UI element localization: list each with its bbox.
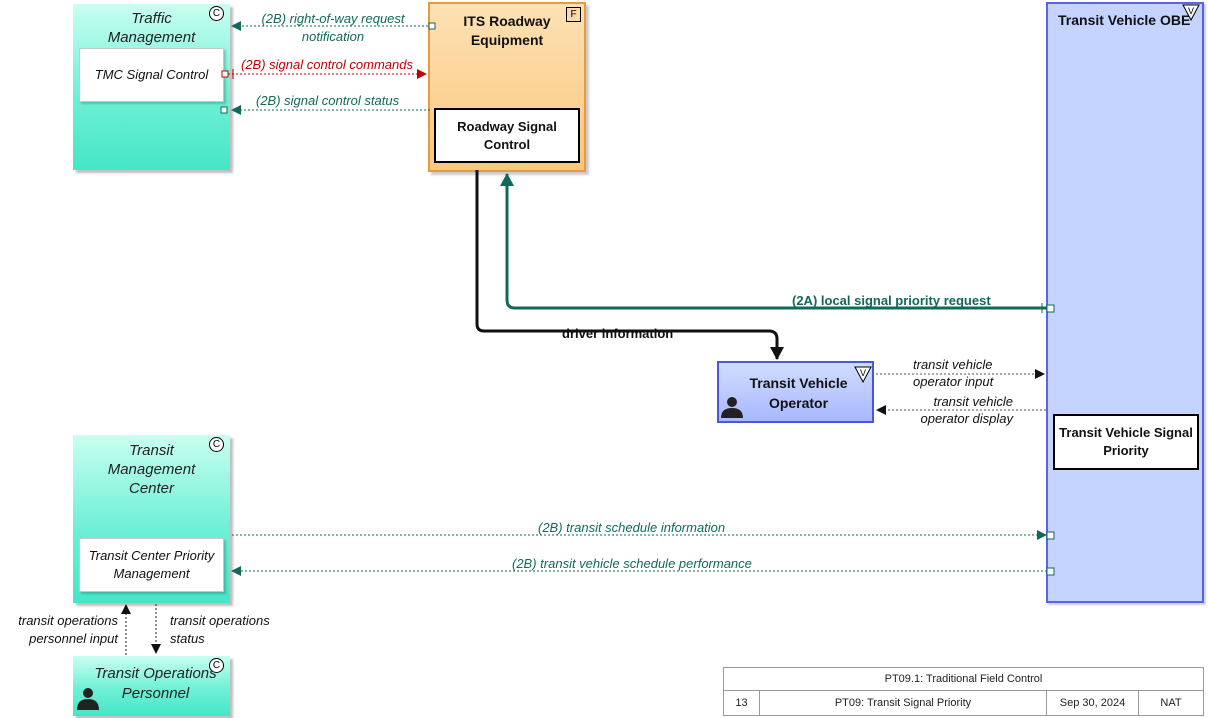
- center-badge-icon: C: [209, 658, 224, 673]
- footer-service: PT09: Transit Signal Priority: [759, 690, 1047, 716]
- label-schedule-perf: (2B) transit vehicle schedule performanc…: [512, 556, 752, 571]
- label-row-notification: (2B) right-of-way request notification: [261, 11, 405, 44]
- label-signal-status: (2B) signal control status: [256, 93, 400, 108]
- label-local-priority: (2A) local signal priority request: [792, 293, 991, 308]
- footer-number: 13: [723, 690, 760, 716]
- its-title: ITS Roadway Equipment: [463, 13, 551, 48]
- label-signal-commands: (2B) signal control commands: [241, 57, 413, 72]
- transit-vehicle-obe[interactable]: Transit Vehicle OBE Transit Vehicle Sign…: [1046, 2, 1204, 603]
- tmc-signal-control[interactable]: TMC Signal Control: [79, 48, 224, 102]
- center-badge-icon: C: [209, 6, 224, 21]
- transit-vehicle-signal-priority[interactable]: Transit Vehicle Signal Priority: [1053, 414, 1199, 470]
- footer-scope: NAT: [1138, 690, 1204, 716]
- traffic-management-center[interactable]: Traffic Management Center C TMC Signal C…: [73, 4, 230, 170]
- label-ops-status: transit operations status: [170, 613, 270, 646]
- label-op-display: transit vehicle operator display: [920, 394, 1014, 426]
- label-driver-info: driver information: [562, 326, 674, 341]
- its-roadway-equipment[interactable]: ITS Roadway Equipment F Roadway Signal C…: [428, 2, 586, 172]
- footer-title: PT09.1: Traditional Field Control: [723, 667, 1204, 691]
- flow-local-priority: [500, 173, 1050, 310]
- label-ops-input: transit operations personnel input: [18, 613, 118, 646]
- operator-title: Transit Vehicle Operator: [749, 375, 848, 411]
- transit-vehicle-operator[interactable]: Transit Vehicle Operator: [717, 361, 874, 423]
- transit-management-center[interactable]: Transit Management Center C Transit Cent…: [73, 435, 230, 603]
- center-badge-icon: C: [209, 437, 224, 452]
- footer-date: Sep 30, 2024: [1046, 690, 1139, 716]
- transit-operations-personnel[interactable]: Transit Operations Personnel C: [73, 656, 230, 716]
- transit-center-priority-management[interactable]: Transit Center Priority Management: [79, 538, 224, 592]
- roadway-signal-control[interactable]: Roadway Signal Control: [434, 108, 580, 163]
- obe-title: Transit Vehicle OBE: [1058, 12, 1191, 28]
- transit-mc-title: Transit Management Center: [107, 442, 196, 497]
- field-badge-icon: F: [566, 7, 581, 22]
- label-schedule-info: (2B) transit schedule information: [538, 520, 726, 535]
- transit-ops-title: Transit Operations Personnel: [94, 665, 217, 702]
- label-op-input: transit vehicle operator input: [913, 357, 994, 389]
